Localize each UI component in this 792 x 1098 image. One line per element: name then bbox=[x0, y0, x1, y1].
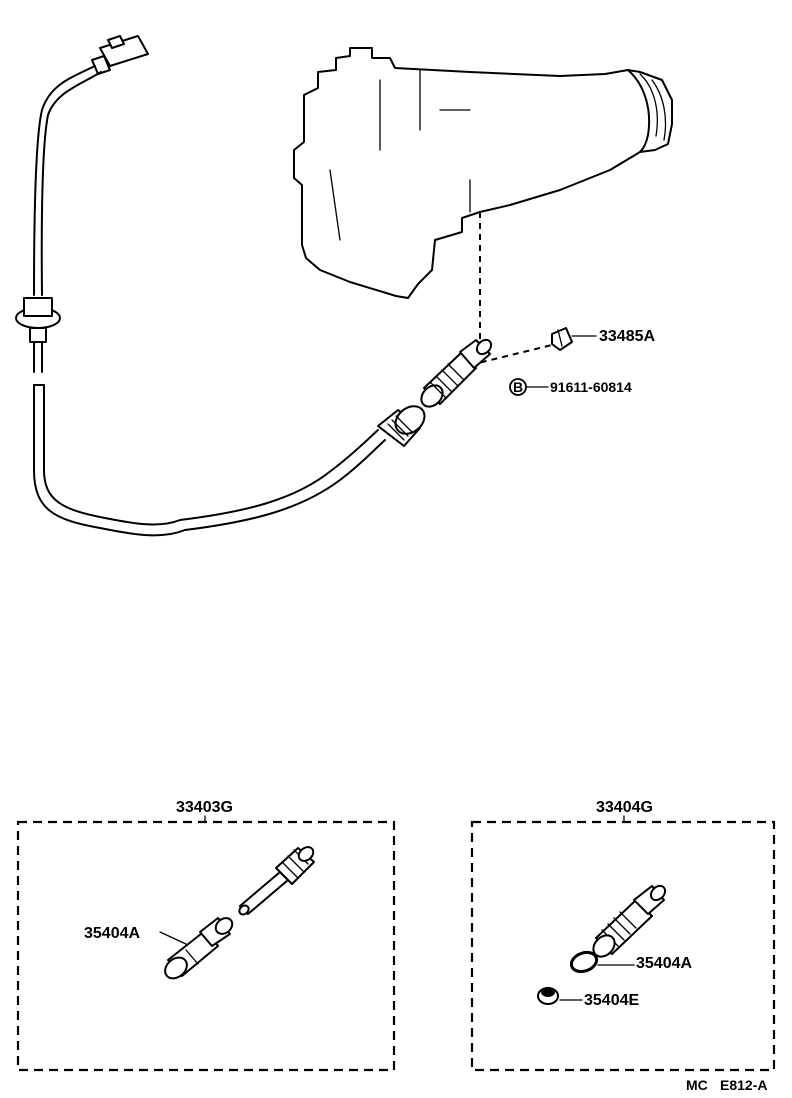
kit2-oring-part-number: 35404A bbox=[636, 955, 692, 972]
kit-label: 33404G bbox=[596, 799, 653, 816]
kit1-leader bbox=[159, 931, 187, 945]
sleeve-part-number: 33485A bbox=[599, 328, 655, 345]
speedometer-cable bbox=[33, 384, 386, 537]
diagram-code: E812-A bbox=[720, 1077, 767, 1093]
sleeve-seal-part bbox=[164, 917, 234, 980]
o-ring bbox=[569, 950, 599, 974]
kit-box-33404G: 33404G 35404A 35404E bbox=[470, 799, 776, 1072]
bolt-marker-icon: B bbox=[509, 378, 527, 396]
kit1-part-number: 35404A bbox=[84, 925, 140, 942]
alignment-line-sleeve bbox=[469, 344, 553, 366]
sensor-wire bbox=[33, 65, 102, 296]
seal-plug bbox=[537, 987, 559, 1005]
kit-label: 33403G bbox=[176, 799, 233, 816]
cable-end-nut bbox=[377, 405, 426, 447]
diagram-code-prefix: MC bbox=[686, 1077, 708, 1093]
driven-gear-shaft bbox=[238, 846, 315, 916]
kit-box-33403G: 33403G 35404A bbox=[16, 799, 396, 1072]
driven-gear-assembly bbox=[592, 884, 667, 958]
driven-gear-sleeve-assembly bbox=[420, 338, 493, 408]
grommet bbox=[15, 297, 61, 373]
bolt-marker-letter: B bbox=[513, 379, 523, 395]
transmission-housing bbox=[293, 47, 673, 299]
sensor-connector bbox=[91, 35, 149, 75]
kit2-plug-part-number: 35404E bbox=[584, 992, 639, 1009]
sleeve-part bbox=[551, 327, 597, 351]
bolt-part-number: 91611-60814 bbox=[550, 379, 632, 395]
